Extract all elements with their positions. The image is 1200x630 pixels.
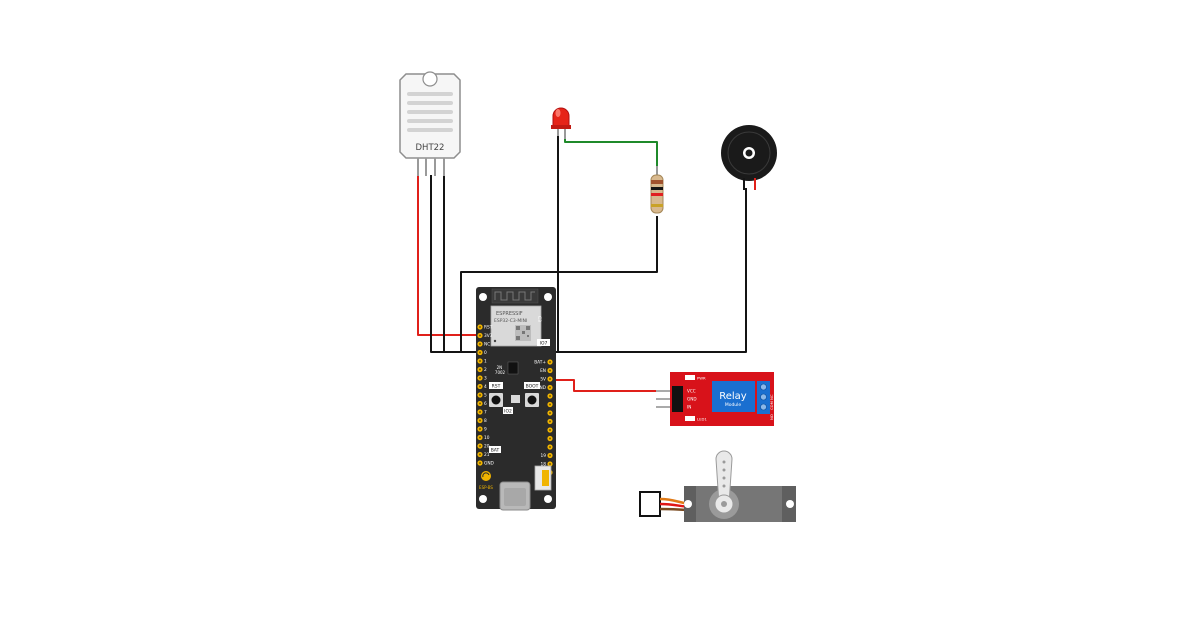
module-name: ESP32-C3-MINI [494,318,527,324]
left-pin-label: 0 [484,350,487,356]
module-qr-code [515,325,531,341]
red-led[interactable] [551,107,571,139]
left-pin-label: 4 [484,384,487,390]
left-pin-label: NC [484,342,490,348]
dht22-sensor[interactable]: DHT22 [399,71,461,176]
chip-2n7002-line1: 2N [497,365,503,370]
right-pin[interactable]: 5V [540,376,553,383]
relay-pin-label: GND [687,397,697,402]
relay-led-1: LED1 [697,417,707,422]
left-pin-label: 6 [484,401,487,407]
left-pin-label: 1 [484,359,487,365]
left-pin[interactable]: 20 [477,443,490,450]
left-pin[interactable]: 5 [477,392,487,399]
right-pin-label: 18 [541,462,547,468]
boot-button[interactable] [525,393,539,407]
left-pin-label: 3V3 [484,333,493,339]
relay-pin-label: VCC [687,389,696,394]
module-chip-mark: C3 [536,316,542,322]
left-pin-label: 8 [484,418,487,424]
left-pin[interactable]: 1 [477,358,487,365]
boot-button-label: BOOT [526,384,539,390]
relay-led-pwr: PWR [697,376,706,381]
relay-terminal-label: NC [769,394,774,400]
right-pin[interactable] [547,435,553,442]
io2-label: IO2 [504,409,512,415]
right-pin[interactable]: BAT+ [534,359,553,366]
right-pin[interactable] [547,410,553,416]
left-pin-label: 21 [484,452,490,458]
left-pin[interactable]: 0 [477,349,487,356]
right-pin[interactable] [547,418,553,425]
left-pin[interactable]: 10 [477,434,490,441]
wire-resistor-board [460,216,658,352]
resistor[interactable] [650,166,664,214]
wire-relay-in [549,379,674,392]
relay-terminal-label: NO [769,414,774,420]
left-pin-label: 10 [484,435,490,441]
left-pin-label: 5 [484,393,487,399]
left-pin[interactable]: GND [477,460,495,467]
left-pin[interactable]: 2 [477,366,487,373]
espressif-logo-icon [481,471,491,481]
left-pin[interactable]: 9 [477,426,487,433]
wire-dht-vcc [417,175,478,336]
left-pin-label: 2 [484,367,487,373]
io7-label: IO7 [540,341,548,347]
relay-subtitle: Module [725,402,742,408]
left-pin-label: 7 [484,410,487,416]
left-pin[interactable]: 8 [477,417,487,424]
buzzer[interactable] [721,125,777,190]
left-pin[interactable]: NC [477,341,490,348]
module-brand: ESPRESSIF [496,311,523,317]
left-pin[interactable]: 21 [477,451,490,458]
right-pin[interactable] [547,444,553,450]
right-pin[interactable] [547,393,553,399]
relay-terminal-label: COM [769,401,774,410]
wire-dht-data [430,175,478,353]
servo-motor[interactable] [639,450,796,522]
right-pin[interactable]: 18 [541,461,553,468]
left-pin[interactable]: 4 [477,383,487,390]
left-pin-label: GND [484,461,495,467]
dht22-label: DHT22 [416,143,445,153]
left-pin[interactable]: 7 [477,409,487,416]
left-pin-label: 3 [484,376,487,382]
wire-led-resistor [564,138,658,168]
right-pin-label: EN [540,368,546,374]
left-pin[interactable]: RST [477,324,493,331]
left-pin-label: 9 [484,427,487,433]
right-pin-label: BAT+ [534,360,546,366]
relay-pin-label: IN [687,405,691,410]
bat-label: BAT [491,448,500,454]
chip-2n7002: 2N 7002 [495,365,506,375]
chip-2n7002-line2: 7002 [495,370,506,375]
right-pin[interactable]: GND [536,384,553,391]
left-pin[interactable]: 3 [477,375,487,382]
rst-button[interactable] [489,393,503,407]
right-pin-label: GND [536,385,547,391]
relay-title: Relay [719,391,747,402]
wires [417,134,747,392]
board-logo-text: ESP-BS [479,485,493,490]
left-pin-label: 20 [484,444,490,450]
left-pin-label: RST [484,325,493,331]
right-pin-label: 19 [541,453,547,459]
right-pin[interactable] [547,427,553,433]
right-pin[interactable]: 19 [541,452,553,459]
right-pin-label: 5V [540,377,546,383]
left-pin[interactable]: 6 [477,400,487,407]
rst-button-label: RST [492,384,501,390]
right-pin[interactable] [547,401,553,408]
usb-c-port[interactable] [499,481,531,511]
right-pin[interactable]: EN [540,367,553,374]
left-pin[interactable]: 3V3 [477,332,493,339]
